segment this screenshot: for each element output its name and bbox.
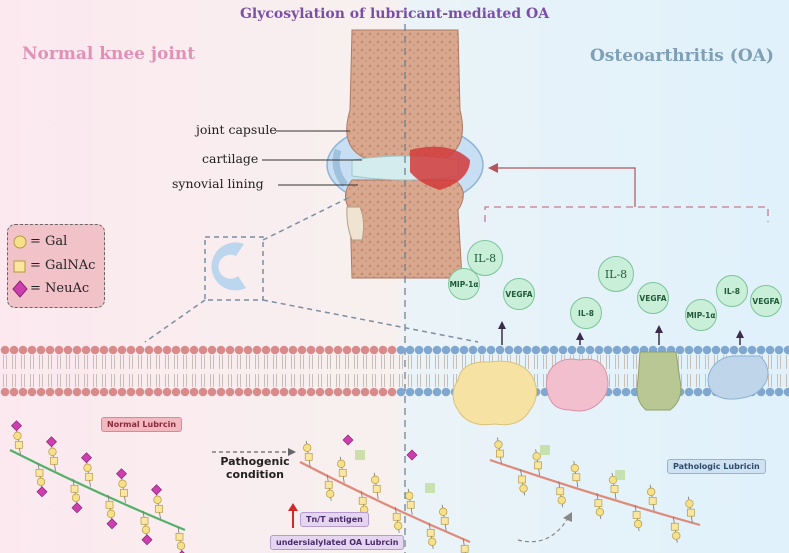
transition-arrow xyxy=(517,517,569,543)
cytokine-vegfa: VEGFA xyxy=(750,285,782,317)
feedback-arrow-line xyxy=(495,167,636,207)
cytokine-il8: IL-8 xyxy=(716,275,748,307)
release-arrows xyxy=(498,321,744,345)
normal-knee-heading: Normal knee joint xyxy=(22,44,196,64)
pathogenic-arrow-head xyxy=(288,448,296,456)
zoom-line-bottom-left xyxy=(144,299,206,343)
cytokine-mip1a: MIP-1α xyxy=(685,299,717,331)
tn-t-antigen-tag: Tn/T antigen xyxy=(300,512,369,527)
cytokine-il8: IL-8 xyxy=(570,297,602,329)
receptor-pink xyxy=(545,358,609,412)
diagram-title: Glycosylation of lubricant-mediated OA xyxy=(239,6,550,22)
tn-up-arrow-head xyxy=(288,503,298,511)
pathogenic-condition-label: Pathogenic condition xyxy=(220,455,290,481)
fibula-bone xyxy=(346,206,365,241)
transition-arrow-head xyxy=(563,512,572,522)
zoom-line-top xyxy=(262,196,351,241)
undersialylated-lubricin-tag: undersialylated OA Lubrcin xyxy=(270,535,405,550)
gal-legend-icon xyxy=(13,235,27,249)
gal-legend-label: = Gal xyxy=(30,234,68,249)
neuac-legend-icon xyxy=(12,280,28,298)
legend-symbols xyxy=(12,235,28,298)
cytokine-vegfa: VEGFA xyxy=(503,278,535,310)
legend-box: = Gal = GalNAc = NeuAc xyxy=(7,224,105,308)
cartilage-label: cartilage xyxy=(202,151,259,166)
receptors xyxy=(452,351,769,426)
receptor-blue xyxy=(707,355,769,400)
receptor-green xyxy=(636,351,682,411)
knee-joint-illustration xyxy=(326,29,484,279)
cytokine-il8: IL-8 xyxy=(598,256,634,292)
inflamed-cartilage xyxy=(410,146,470,190)
galnac-legend-icon xyxy=(13,260,26,273)
joint-capsule-label: joint capsule xyxy=(196,122,277,137)
synovial-lining-label: synovial lining xyxy=(172,176,264,191)
cytokine-bracket xyxy=(484,206,769,222)
synovial-lining-shape xyxy=(332,148,348,188)
cytokine-mip1a: MIP-1α xyxy=(448,268,480,300)
galnac-legend-label: = GalNAc xyxy=(30,258,96,273)
pathologic-lubricin-tag: Pathologic Lubricin xyxy=(667,459,766,474)
zoom-line-bottom-right xyxy=(262,299,479,343)
normal-lubricin-tag: Normal Lubrcin xyxy=(101,417,183,432)
neuac-legend-label: = NeuAc xyxy=(30,281,90,296)
zoom-box xyxy=(204,236,264,301)
oa-heading: Osteoarthritis (OA) xyxy=(590,46,774,66)
feedback-arrow-head xyxy=(488,163,498,173)
cytokine-vegfa: VEGFA xyxy=(637,282,669,314)
lubricin-glycans xyxy=(9,420,701,553)
zoom-crescent-icon xyxy=(211,242,246,291)
receptor-yellow xyxy=(452,360,537,426)
